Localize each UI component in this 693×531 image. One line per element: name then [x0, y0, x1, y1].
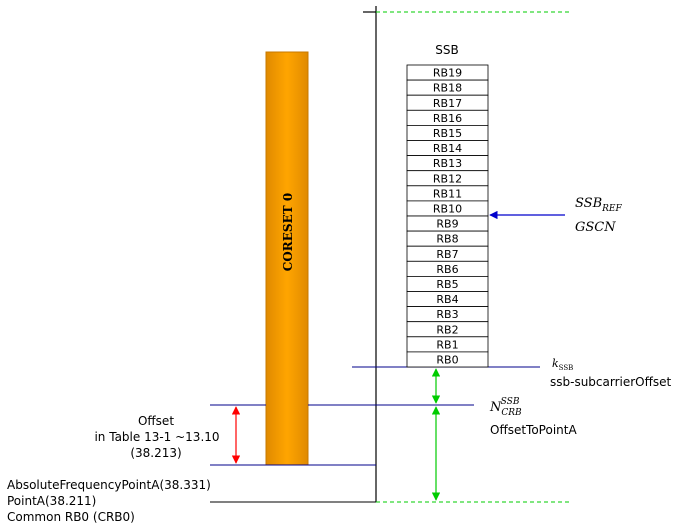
ssb-subcarrier-offset-label: ssb-subcarrierOffset: [550, 375, 672, 389]
coreset-label: CORESET 0: [281, 193, 295, 271]
k-ssb-symbol: kSSB: [552, 357, 573, 372]
gscn-label: GSCN: [575, 220, 616, 235]
ssb-block-label: RB13: [433, 157, 462, 170]
ssb-block-stack: RB19RB18RB17RB16RB15RB14RB13RB12RB11RB10…: [406, 64, 489, 368]
ssb-block-label: RB18: [433, 82, 462, 95]
ssb-ref-label: SSBREF: [575, 196, 622, 214]
ssb-block-label: RB4: [436, 293, 458, 306]
ssb-title: SSB: [435, 43, 458, 57]
ssb-block-label: RB10: [433, 202, 462, 215]
ssb-block-label: RB15: [433, 127, 462, 140]
ssb-block-label: RB8: [436, 233, 458, 246]
coreset-bar: [265, 51, 309, 466]
ssb-block-rb0: [406, 351, 489, 368]
point-a-label-line3: Common RB0 (CRB0): [7, 510, 135, 524]
ssb-block-label: RB14: [433, 142, 462, 155]
ssb-block-label: RB11: [433, 187, 462, 200]
offset-label-line1: Offset: [138, 414, 174, 428]
point-a-label-line2: PointA(38.211): [7, 494, 96, 508]
ssb-block-label: RB16: [433, 112, 462, 125]
ssb-block-label: RB3: [436, 308, 458, 321]
offset-label-line3: (38.213): [130, 446, 181, 460]
ssb-block-label: RB0: [436, 353, 458, 366]
ssb-block-label: RB17: [433, 97, 462, 110]
ssb-block-label: RB7: [436, 248, 458, 261]
ssb-block-label: RB1: [436, 338, 458, 351]
ssb-block-label: RB5: [436, 278, 458, 291]
point-a-label-line1: AbsoluteFrequencyPointA(38.331): [7, 478, 211, 492]
offset-label-line2: in Table 13-1 ~13.10: [94, 430, 219, 444]
ssb-block-label: RB9: [436, 218, 458, 231]
ssb-block-label: RB6: [436, 263, 458, 276]
ssb-block-label: RB12: [433, 172, 462, 185]
ssb-block-label: RB2: [436, 323, 458, 336]
n-crb-symbol: NCRBSSB: [489, 397, 522, 418]
ssb-block-label: RB19: [433, 67, 462, 80]
offset-to-point-a-label: OffsetToPointA: [490, 423, 577, 437]
